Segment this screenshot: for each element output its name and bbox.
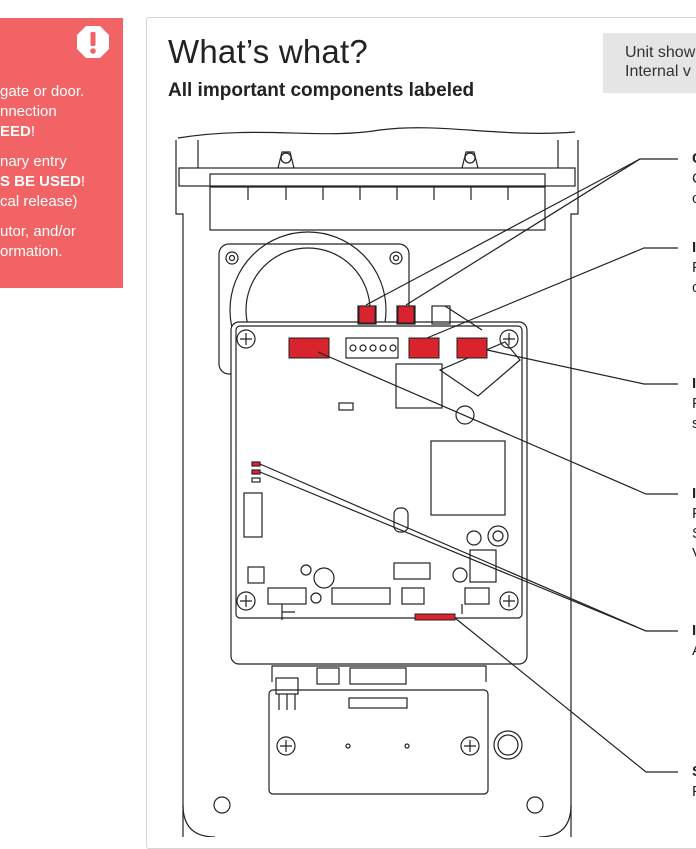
rf-connector xyxy=(431,305,451,325)
callout-desc: A xyxy=(692,641,696,661)
note-line: Internal v xyxy=(625,63,691,80)
callout-desc: F xyxy=(692,394,696,414)
callout-rf: C C c xyxy=(692,149,696,209)
callout-power: I F s xyxy=(692,374,696,434)
callout-desc: c xyxy=(692,190,696,207)
lower-connector xyxy=(316,667,340,685)
terminal-highlight xyxy=(408,337,440,359)
battery xyxy=(493,730,523,760)
warning-line: nnection xyxy=(0,103,57,120)
main-pcb xyxy=(230,321,528,665)
callout-terminal: I F c xyxy=(692,238,696,298)
warning-panel: gate or door. nnection EED! nary entry S… xyxy=(0,18,123,288)
callout-io: I F S V xyxy=(692,484,696,564)
terminal-highlight xyxy=(288,337,330,359)
warning-text: gate or door. nnection EED! nary entry S… xyxy=(0,82,123,272)
leader-line xyxy=(259,471,647,632)
callout-switch: S F xyxy=(692,762,696,802)
warning-line: nary entry xyxy=(0,153,67,170)
callout-desc: c xyxy=(692,279,696,296)
leader-line xyxy=(317,351,678,495)
warning-emphasis: S BE USED xyxy=(0,173,81,190)
callout-title: S xyxy=(692,762,696,782)
warning-line: utor, and/or xyxy=(0,223,76,240)
housing-bottom xyxy=(182,804,572,837)
leader-line xyxy=(486,349,678,385)
terminal-highlight xyxy=(456,337,488,359)
unit-note-box: Unit show Internal v xyxy=(603,33,696,93)
led-highlight xyxy=(251,461,261,467)
leader-line xyxy=(426,247,678,339)
callout-led: I A xyxy=(692,621,696,661)
warning-line: EED! xyxy=(0,122,123,142)
page-title: What’s what? xyxy=(168,33,368,70)
bottom-highlight xyxy=(414,613,456,621)
page-subtitle: All important components labeled xyxy=(168,80,475,101)
hinge-bar xyxy=(178,167,576,187)
warning-line: gate or door. xyxy=(0,83,85,100)
header-connector xyxy=(267,587,307,605)
callout-desc: F xyxy=(692,782,696,802)
rf-connector-highlight xyxy=(397,305,415,324)
screw xyxy=(464,152,476,164)
side-connector xyxy=(243,492,263,538)
leader-line xyxy=(405,158,641,306)
callout-desc: C xyxy=(692,169,696,189)
warning-line: cal release) xyxy=(0,193,78,210)
callout-title: I xyxy=(692,485,696,502)
screw xyxy=(280,152,292,164)
housing-top-edge xyxy=(177,127,576,139)
callout-desc: F xyxy=(692,504,696,524)
warning-line: S BE USED! xyxy=(0,172,123,192)
rf-connector-highlight xyxy=(358,305,376,324)
chip xyxy=(430,440,506,516)
callout-desc: S xyxy=(692,524,696,544)
header-connector xyxy=(401,587,425,605)
pcb-screws xyxy=(236,329,519,611)
header-connector xyxy=(464,587,490,605)
housing-outline xyxy=(175,140,579,837)
header-connector xyxy=(331,587,391,605)
terminal-block xyxy=(345,337,399,359)
callout-desc: F xyxy=(692,258,696,278)
leader-line xyxy=(454,617,678,773)
exclamation-icon xyxy=(77,26,109,58)
warning-punct: ! xyxy=(30,123,36,140)
lower-connector xyxy=(349,667,407,685)
callout-desc: V xyxy=(692,544,696,564)
led-highlight xyxy=(251,469,261,475)
callout-title: C xyxy=(692,149,696,169)
callout-title: I xyxy=(692,622,696,639)
callout-desc: s xyxy=(692,415,696,432)
warning-line: ormation. xyxy=(0,243,63,260)
note-line: Unit show xyxy=(625,44,696,61)
callout-title: I xyxy=(692,375,696,392)
warning-punct: ! xyxy=(80,173,86,190)
callout-title: I xyxy=(692,239,696,256)
warning-emphasis: EED xyxy=(0,123,31,140)
lower-box xyxy=(268,689,489,795)
